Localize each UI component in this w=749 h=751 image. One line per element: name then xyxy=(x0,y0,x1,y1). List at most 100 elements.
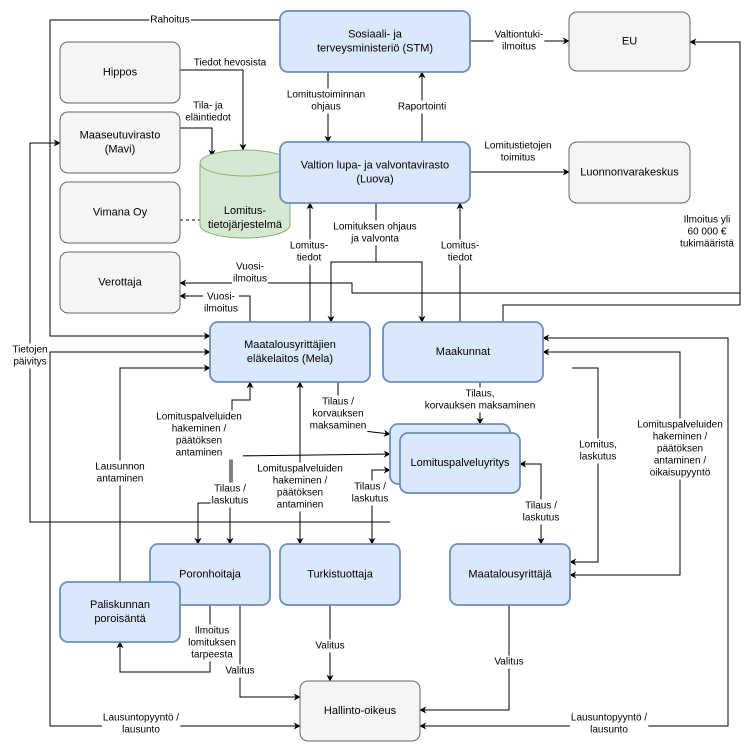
svg-text:Turkistuottaja: Turkistuottaja xyxy=(307,569,374,581)
text-line: tiedot xyxy=(297,253,322,264)
node-turkistuottaja[interactable]: Turkistuottaja xyxy=(279,543,401,606)
svg-text:Maaseutuvirasto(Mavi): Maaseutuvirasto(Mavi) xyxy=(80,130,161,156)
edge-tilaus-laskutus-2 xyxy=(368,466,391,545)
text-line: Raportointi xyxy=(398,102,446,113)
svg-text:Tilaus /laskutus: Tilaus /laskutus xyxy=(523,501,560,524)
label-background xyxy=(187,624,237,662)
svg-text:Valitus: Valitus xyxy=(225,666,254,677)
node-lomituspalveluyritys[interactable]: Lomituspalveluyritys xyxy=(389,423,521,494)
label-background xyxy=(332,220,418,246)
text-line: laskutus xyxy=(580,452,617,463)
label-background xyxy=(184,99,233,125)
text-line: Lausunnon xyxy=(95,462,145,473)
node-luonnonvarakeskus[interactable]: Luonnonvarakeskus xyxy=(568,141,691,204)
svg-text:Rahoitus: Rahoitus xyxy=(150,15,189,26)
edge-lomituspalv-left xyxy=(194,381,254,545)
edge-tila-elaintiedot xyxy=(180,127,216,157)
text-line: antaminen xyxy=(176,448,223,459)
label-background xyxy=(439,239,481,265)
label-background xyxy=(94,460,146,486)
label-background xyxy=(155,410,243,460)
label-background xyxy=(314,639,346,653)
text-line: tietojärjestelmä xyxy=(208,219,283,231)
text-line: Lomituspalveluiden xyxy=(156,412,242,423)
node-eu[interactable]: EU xyxy=(568,11,691,72)
text-line: tarpeesta xyxy=(191,650,233,661)
text-line: päätöksen xyxy=(657,444,703,455)
label-background xyxy=(149,13,191,27)
text-line: Lomitus- xyxy=(290,241,328,252)
node-hallinto-oikeus[interactable]: Hallinto-oikeus xyxy=(299,680,421,742)
node-mavi[interactable]: Maaseutuvirasto(Mavi) xyxy=(59,111,181,174)
text-line: tukimääristä xyxy=(680,239,734,250)
text-line: oikaisupyyntö xyxy=(650,468,711,479)
label-background xyxy=(493,28,545,54)
text-line: Turkistuottaja xyxy=(307,569,374,581)
label-background xyxy=(210,482,250,508)
svg-text:Hippos: Hippos xyxy=(103,67,138,79)
text-line: Verottaja xyxy=(98,277,142,289)
text-line: Lomituspalveluiden xyxy=(637,420,723,431)
svg-text:Maatalousyrittäjä: Maatalousyrittäjä xyxy=(468,569,552,581)
node-luova[interactable]: Valtion lupa- ja valvontavirasto(Luova) xyxy=(279,141,471,204)
svg-text:Lomituspalveluyritys: Lomituspalveluyritys xyxy=(410,457,510,469)
svg-text:Tilaus /laskutus: Tilaus /laskutus xyxy=(212,484,249,507)
svg-text:Lausuntopyyntö /lausunto: Lausuntopyyntö /lausunto xyxy=(103,713,179,736)
node-lomitustietojarjestelma[interactable]: Lomitus-tietojärjestelmä xyxy=(199,149,291,239)
text-line: Maatalousyrittäjä xyxy=(468,569,552,581)
svg-text:Tilaus /laskutus: Tilaus /laskutus xyxy=(352,482,389,505)
node-maakunnat[interactable]: Maakunnat xyxy=(382,321,544,383)
text-line: hakeminen / xyxy=(653,432,708,443)
label-raportointi: Raportointi xyxy=(396,100,448,114)
node-hippos[interactable]: Hippos xyxy=(59,41,181,104)
text-line: Lomitustietojen xyxy=(484,141,551,152)
label-background xyxy=(101,711,181,737)
text-line: hakeminen / xyxy=(273,476,328,487)
text-line: Valitus xyxy=(315,641,344,652)
text-line: Hippos xyxy=(103,67,138,79)
label-background xyxy=(224,664,256,678)
text-line: Paliskunnan xyxy=(90,599,150,611)
svg-text:Valitus: Valitus xyxy=(315,641,344,652)
text-line: päätöksen xyxy=(176,436,222,447)
label-valtiontuki: Valtiontuki-ilmoitus xyxy=(493,28,545,54)
text-line: Tilaus / xyxy=(525,501,557,512)
text-line: lausunto xyxy=(122,725,160,736)
label-background xyxy=(288,239,330,265)
label-valitus-maatalous: Valitus xyxy=(493,655,525,669)
text-line: toimitus xyxy=(501,153,535,164)
label-tilaus-laskutus-2: Tilaus /laskutus xyxy=(350,480,390,506)
text-line: Valtiontuki- xyxy=(495,30,544,41)
text-line: ohjaus xyxy=(311,102,340,113)
label-tilaus-laskutus-1: Tilaus /laskutus xyxy=(210,482,250,508)
label-rahoitus: Rahoitus xyxy=(149,13,191,27)
svg-text:Tiedot hevosista: Tiedot hevosista xyxy=(194,58,267,69)
text-line: Vuosi- xyxy=(207,292,235,303)
label-background xyxy=(483,139,553,165)
svg-text:Verottaja: Verottaja xyxy=(98,277,142,289)
label-background xyxy=(636,418,724,480)
node-maatalousyrittaja[interactable]: Maatalousyrittäjä xyxy=(449,543,571,606)
node-verottaja[interactable]: Verottaja xyxy=(59,251,181,314)
text-line: eläintiedot xyxy=(185,113,231,124)
svg-text:Poronhoitaja: Poronhoitaja xyxy=(179,569,242,581)
label-background xyxy=(521,499,561,525)
node-vimana[interactable]: Vimana Oy xyxy=(59,181,181,244)
text-line: ilmoitus xyxy=(233,274,267,285)
text-line: Tiedot hevosista xyxy=(194,58,267,69)
label-lausuntopyynto-right: Lausuntopyyntö /lausunto xyxy=(569,711,649,737)
